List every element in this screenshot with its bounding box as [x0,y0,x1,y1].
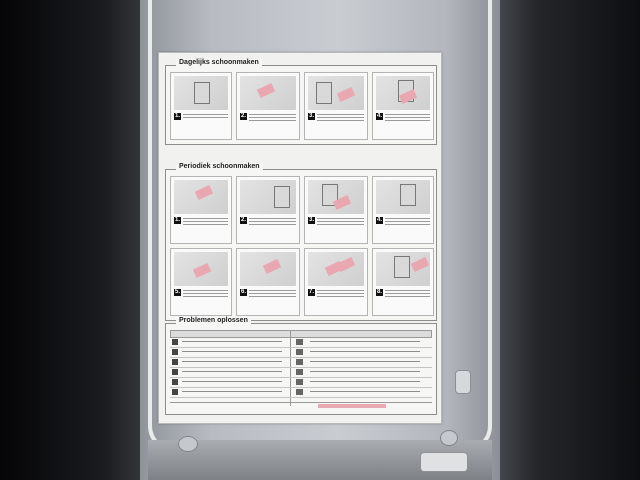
daily-step-3: 3. [304,72,368,140]
table-row [170,378,432,388]
periodic-step-3: 3. [304,176,368,244]
step-illustration [240,76,296,110]
periodic-step-1: 1. [170,176,232,244]
table-row [170,388,432,398]
periodic-step-5: 5. [170,248,232,316]
periodic-cleaning-section: Periodiek schoonmaken 1. 2. 3. 4. 5. [165,163,437,321]
daily-cleaning-section: Dagelijks schoonmaken 1. 2. 3. 4. [165,59,437,145]
periodic-step-4: 4. [372,176,434,244]
tray-handle [420,452,468,472]
step-illustration [174,76,228,110]
troubleshooting-section: Problemen oplossen [165,317,437,415]
table-row [170,358,432,368]
daily-step-1: 1. [170,72,232,140]
periodic-step-2: 2. [236,176,300,244]
door-latch [455,370,471,394]
step-number: 8. [376,289,383,296]
step-illustration [308,76,364,110]
step-number: 3. [308,113,315,120]
troubleshooting-title: Problemen oplossen [176,317,251,324]
step-number: 1. [174,113,181,120]
step-number: 5. [174,289,181,296]
troubleshooting-footer [170,402,432,410]
screw-left [178,436,198,452]
table-row [170,368,432,378]
step-number: 4. [376,113,383,120]
step-number: 6. [240,289,247,296]
daily-cleaning-title: Dagelijks schoonmaken [176,59,262,66]
table-row [170,348,432,358]
step-illustration [376,76,430,110]
screw-right [440,430,458,446]
daily-step-4: 4. [372,72,434,140]
step-number: 1. [174,217,181,224]
periodic-cleaning-title: Periodiek schoonmaken [176,163,263,170]
step-number: 3. [308,217,315,224]
step-number: 7. [308,289,315,296]
step-number: 2. [240,217,247,224]
instruction-sticker: Dagelijks schoonmaken 1. 2. 3. 4. Period… [158,52,442,424]
step-number: 4. [376,217,383,224]
table-row [170,338,432,348]
background-left [0,0,150,480]
daily-step-2: 2. [236,72,300,140]
periodic-step-8: 8. [372,248,434,316]
periodic-step-7: 7. [304,248,368,316]
background-right [492,0,640,480]
periodic-step-6: 6. [236,248,300,316]
troubleshooting-table-header [170,330,432,338]
step-number: 2. [240,113,247,120]
